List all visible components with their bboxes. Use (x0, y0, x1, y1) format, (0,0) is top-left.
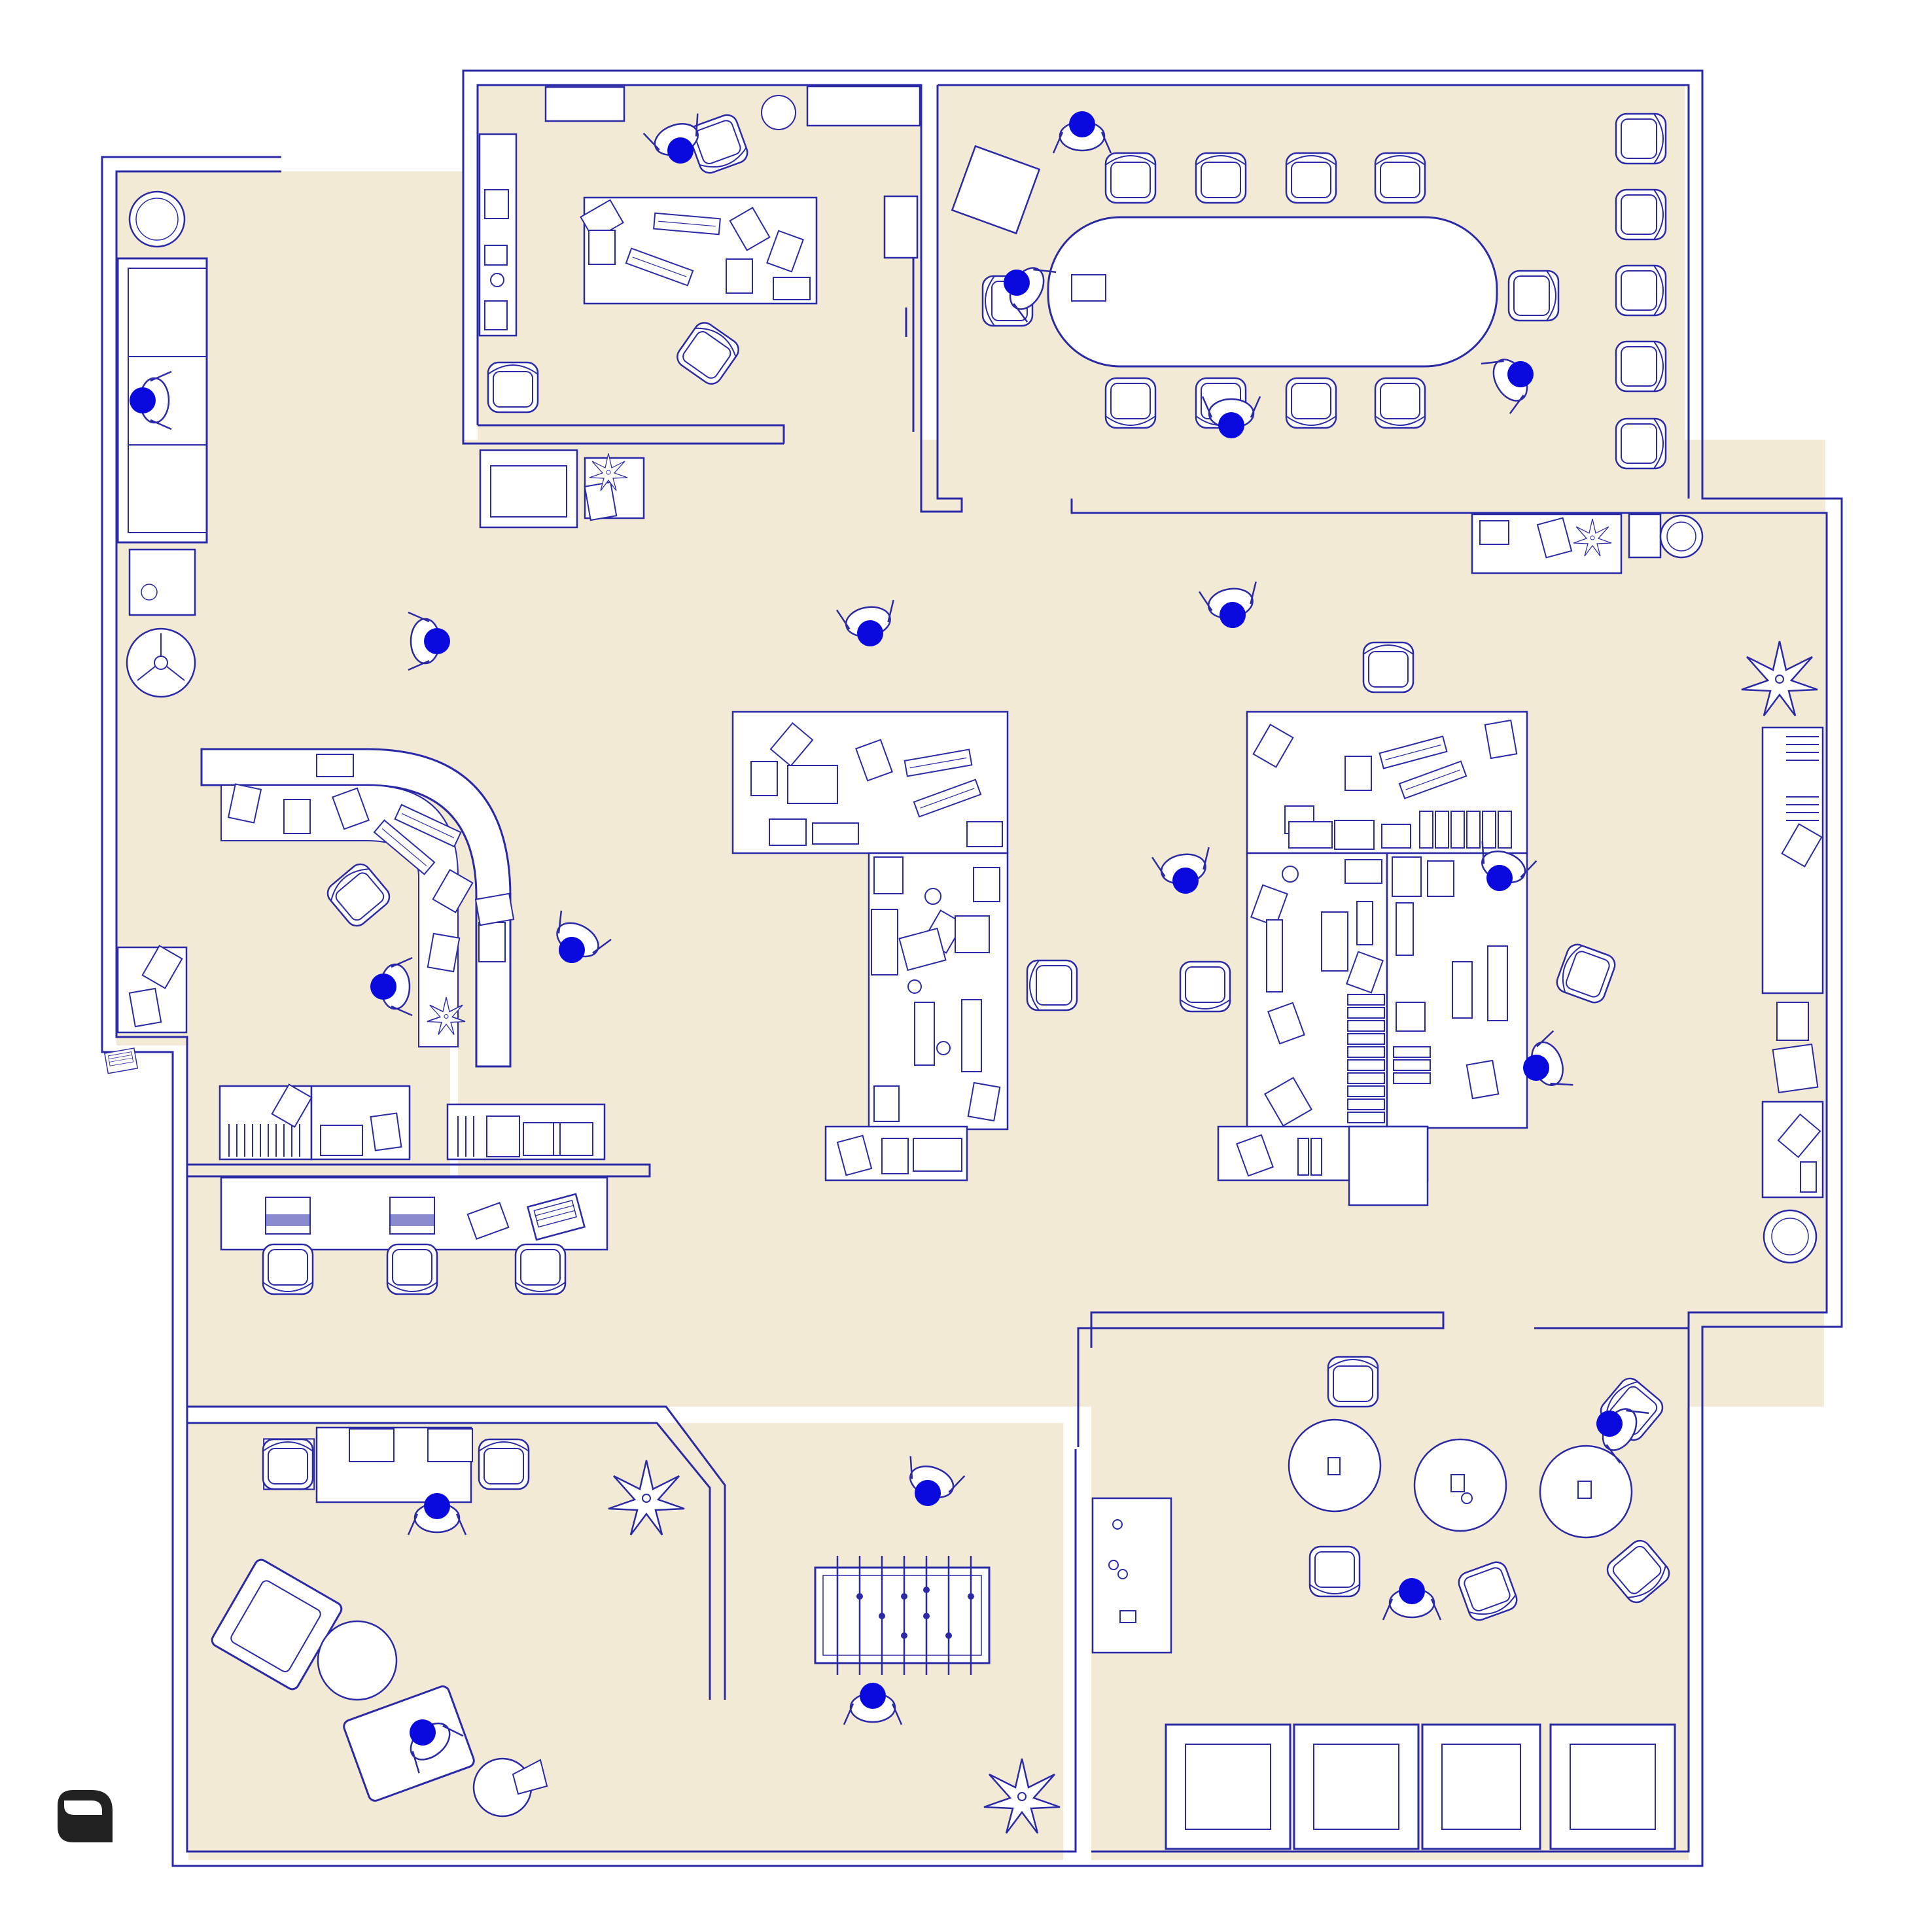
storage-lockers (1165, 1723, 1676, 1850)
cafe-table (1413, 1438, 1507, 1532)
chair (478, 1438, 530, 1490)
chair (386, 1243, 438, 1295)
chair (1362, 641, 1414, 694)
side-table (951, 145, 1041, 235)
manager-office-wall (478, 424, 785, 444)
lounge-wall (187, 1405, 726, 1700)
chair (1615, 340, 1667, 393)
lounge-chair (211, 1558, 343, 1691)
chair (1026, 959, 1078, 1011)
loveseat (479, 449, 645, 529)
chair (1285, 152, 1337, 204)
side-table (128, 548, 196, 616)
chair (1615, 113, 1667, 165)
chair (1104, 377, 1157, 429)
chair (1615, 264, 1667, 317)
desk-cluster-center (731, 711, 1009, 1182)
chair (1104, 152, 1157, 204)
chair (262, 1243, 314, 1295)
chair (1615, 188, 1667, 241)
chair (1374, 377, 1426, 429)
storage-cabinet (219, 1083, 606, 1161)
console-table (1471, 513, 1704, 574)
wall-shelf (1761, 726, 1824, 1199)
round-coffee-table (317, 1620, 398, 1701)
round-side-table (128, 190, 186, 248)
chair (514, 1243, 567, 1295)
chair (262, 1438, 314, 1490)
coffee-counter (1091, 1497, 1172, 1654)
cube-logo-icon (58, 1790, 113, 1842)
meeting-room-wall (920, 85, 963, 513)
side-table (116, 945, 188, 1034)
chair (1179, 960, 1231, 1013)
desk-cluster-right (1217, 711, 1528, 1206)
cafe-table (1539, 1445, 1633, 1539)
east-inner-wall (1070, 499, 1828, 1853)
chair (1285, 377, 1337, 429)
cafe-table (1288, 1418, 1382, 1513)
chair (1507, 270, 1560, 322)
chair (1327, 1356, 1379, 1408)
lounge-chair (343, 1685, 475, 1802)
floor-lamp (472, 1757, 548, 1818)
chair (1308, 1545, 1361, 1598)
manager-office (478, 85, 921, 337)
chair (1374, 152, 1426, 204)
workstation-desk (220, 1176, 608, 1251)
round-side-table (1763, 1209, 1818, 1264)
chair (487, 361, 539, 413)
round-table (126, 627, 196, 698)
chair (1195, 152, 1247, 204)
cafe-wall (1077, 1311, 1445, 1447)
lounge-desk (315, 1426, 473, 1503)
chair (1615, 417, 1667, 470)
meeting-table (1047, 216, 1498, 368)
foosball-table (814, 1556, 991, 1675)
